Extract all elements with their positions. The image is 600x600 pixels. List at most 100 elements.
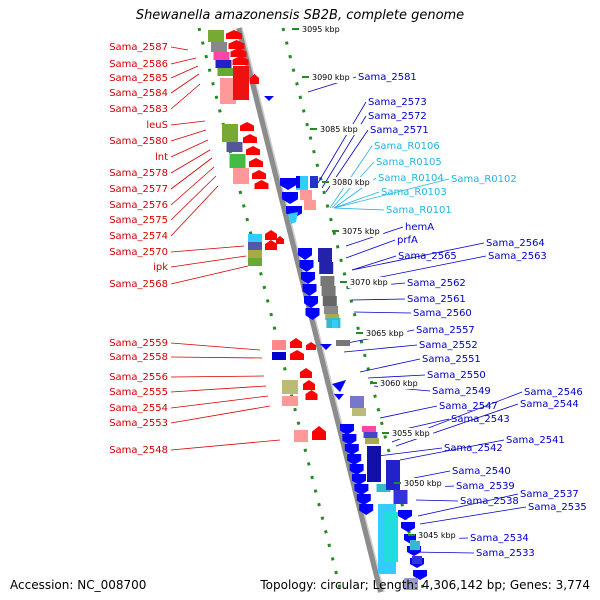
gene-block[interactable] (248, 250, 262, 258)
right-gene-label[interactable]: Sama_2551 (422, 354, 481, 365)
left-gene-label[interactable]: Sama_2570 (109, 247, 168, 258)
right-gene-label[interactable]: Sama_2539 (456, 481, 515, 492)
gene-block[interactable] (386, 460, 400, 490)
gene-block[interactable] (365, 438, 379, 444)
gene-block[interactable] (294, 430, 308, 442)
forward-gene-arrow[interactable] (290, 338, 302, 348)
gene-block[interactable] (321, 286, 336, 296)
gene-block[interactable] (362, 426, 376, 432)
gene-block[interactable] (272, 352, 286, 360)
right-gene-label[interactable]: Sama_2557 (416, 325, 475, 336)
gene-block[interactable] (217, 68, 234, 76)
left-gene-label[interactable]: ipk (153, 262, 168, 273)
reverse-gene-arrow[interactable] (356, 494, 371, 505)
forward-gene-arrow[interactable] (300, 368, 312, 378)
forward-gene-arrow[interactable] (246, 146, 260, 155)
forward-gene-arrow[interactable] (228, 40, 245, 49)
right-gene-label[interactable]: Sama_R0103 (381, 187, 447, 198)
forward-gene-arrow[interactable] (230, 48, 247, 57)
reverse-gene-arrow[interactable] (280, 178, 296, 190)
left-gene-label[interactable]: leuS (146, 120, 168, 131)
left-gene-label[interactable]: Sama_2554 (109, 403, 168, 414)
reverse-gene-arrow[interactable] (349, 464, 364, 475)
forward-gene-arrow[interactable] (305, 390, 318, 400)
right-gene-label[interactable]: Sama_R0104 (378, 173, 444, 184)
right-gene-label[interactable]: Sama_2547 (439, 401, 498, 412)
forward-gene-arrow[interactable] (303, 380, 315, 390)
reverse-gene-arrow[interactable] (344, 444, 359, 455)
gene-block[interactable] (248, 258, 262, 266)
gene-block[interactable] (325, 314, 340, 320)
gene-block[interactable] (410, 540, 420, 550)
gene-block[interactable] (324, 306, 338, 314)
forward-gene-arrow[interactable] (232, 56, 249, 65)
gene-block[interactable] (332, 320, 338, 328)
forward-gene-arrow[interactable] (226, 30, 242, 39)
right-gene-label[interactable]: Sama_2535 (528, 502, 587, 513)
gene-block[interactable] (248, 242, 262, 250)
left-gene-label[interactable]: Sama_2548 (109, 445, 168, 456)
left-gene-label[interactable]: lnt (155, 152, 168, 163)
gene-block[interactable] (319, 262, 334, 274)
forward-gene-arrow[interactable] (243, 134, 257, 143)
left-gene-label[interactable]: Sama_2587 (109, 42, 168, 53)
gene-block[interactable] (363, 432, 378, 438)
gene-block[interactable] (226, 142, 243, 152)
gene-block[interactable] (213, 52, 230, 60)
gene-block[interactable] (248, 234, 262, 242)
gene-block[interactable] (352, 408, 366, 416)
right-gene-label[interactable]: Sama_2561 (407, 294, 466, 305)
rna-gene[interactable] (288, 212, 298, 224)
right-gene-label[interactable]: Sama_2533 (476, 548, 535, 559)
reverse-gene-arrow[interactable] (347, 454, 362, 465)
left-gene-label[interactable]: Sama_2583 (109, 104, 168, 115)
right-gene-label[interactable]: Sama_2552 (419, 340, 478, 351)
forward-gene-arrow[interactable] (312, 426, 326, 440)
right-gene-label[interactable]: Sama_2540 (452, 466, 511, 477)
reverse-gene-arrow[interactable] (354, 484, 369, 495)
right-gene-label[interactable]: Sama_2550 (427, 370, 486, 381)
right-gene-label[interactable]: Sama_2543 (451, 414, 510, 425)
reverse-gene-arrow[interactable] (413, 570, 427, 580)
right-gene-label[interactable]: Sama_2571 (370, 125, 429, 136)
gene-block[interactable] (304, 200, 316, 210)
left-gene-label[interactable]: Sama_2578 (109, 168, 168, 179)
reverse-gene-arrow[interactable] (264, 96, 274, 101)
forward-gene-arrow[interactable] (265, 240, 277, 250)
left-gene-label[interactable]: Sama_2553 (109, 418, 168, 429)
reverse-gene-arrow[interactable] (352, 474, 366, 485)
gene-block[interactable] (318, 248, 332, 262)
reverse-gene-arrow[interactable] (302, 284, 317, 296)
reverse-gene-arrow[interactable] (332, 380, 346, 392)
gene-block[interactable] (229, 154, 246, 168)
right-gene-label[interactable]: prfA (397, 235, 418, 246)
reverse-gene-arrow[interactable] (334, 394, 344, 400)
left-gene-label[interactable]: Sama_2585 (109, 73, 168, 84)
right-gene-label[interactable]: hemA (405, 222, 434, 233)
gene-block[interactable] (208, 30, 224, 42)
gene-block[interactable] (222, 124, 238, 142)
reverse-gene-arrow[interactable] (401, 522, 415, 532)
gene-block[interactable] (300, 190, 312, 200)
gene-block[interactable] (404, 578, 418, 590)
gene-block[interactable] (336, 340, 350, 346)
gene-block[interactable] (215, 60, 232, 68)
left-gene-label[interactable]: Sama_2575 (109, 215, 168, 226)
forward-gene-arrow[interactable] (254, 180, 269, 189)
right-gene-label[interactable]: Sama_2563 (488, 251, 547, 262)
right-gene-label[interactable]: Sama_R0102 (451, 174, 517, 185)
gene-block[interactable] (322, 296, 337, 306)
reverse-gene-arrow[interactable] (398, 510, 412, 520)
gene-block[interactable] (384, 512, 398, 562)
left-gene-label[interactable]: Sama_2580 (109, 136, 168, 147)
reverse-gene-arrow[interactable] (282, 192, 298, 204)
reverse-gene-arrow[interactable] (359, 504, 374, 515)
forward-gene-arrow[interactable] (250, 74, 259, 84)
gene-block[interactable] (393, 490, 408, 504)
left-gene-label[interactable]: Sama_2556 (109, 372, 168, 383)
reverse-gene-arrow[interactable] (299, 260, 314, 272)
gene-block[interactable] (412, 556, 422, 564)
gene-block[interactable] (376, 484, 391, 492)
gene-block[interactable] (367, 446, 381, 482)
reverse-gene-arrow[interactable] (301, 272, 315, 284)
